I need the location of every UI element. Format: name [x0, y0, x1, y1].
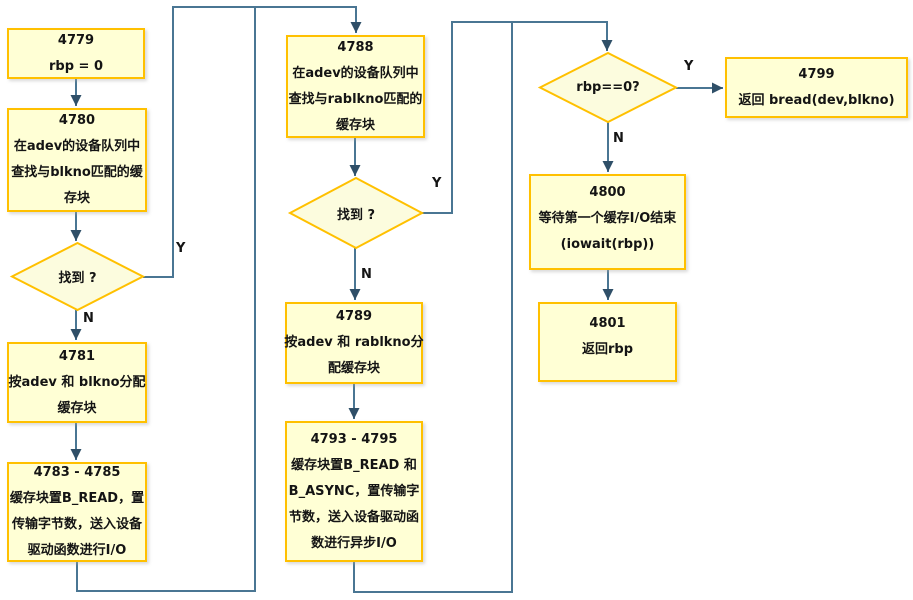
edge-4783-loop-to-4788 — [76, 7, 256, 592]
decision-diamond-found-blkno — [9, 241, 146, 312]
box-line-number: 4783 - 4785 — [33, 465, 121, 480]
edge-label-no: N — [361, 267, 372, 282]
process-box-4788: 4788 在adev的设备队列中 查找与rablkno匹配的 缓存块 — [286, 35, 425, 138]
box-text: 在adev的设备队列中 — [292, 65, 419, 81]
box-line-number: 4780 — [58, 113, 96, 128]
box-line-number: 4799 — [798, 66, 835, 82]
box-line-number: 4801 — [589, 316, 626, 331]
process-box-4779: 4779 rbp = 0 — [7, 28, 145, 79]
edge-label-yes: Y — [684, 59, 694, 74]
box-line-number: 4789 — [335, 309, 373, 324]
decision-label-found-blkno: 找到 ? — [58, 271, 97, 286]
box-line-number: 4788 — [337, 39, 374, 55]
box-text: 缓存块置B_READ，置 — [9, 491, 145, 506]
box-text: 传输字节数，送入设备 — [11, 517, 142, 532]
decision-label-found-rablkno: 找到 ? — [336, 207, 376, 223]
decision-label-rbp-zero: rbp==0? — [576, 80, 640, 95]
box-text: 返回 bread(dev,blkno) — [738, 92, 895, 108]
box-text: 缓存块 — [57, 400, 97, 416]
process-box-4783-4785: 4783 - 4785 缓存块置B_READ，置 传输字节数，送入设备 驱动函数… — [7, 462, 147, 562]
process-box-4800: 4800 等待第一个缓存I/O结束 (iowait(rbp)) — [529, 174, 686, 270]
box-text: 在adev的设备队列中 — [13, 139, 141, 154]
edge-label-no: N — [83, 311, 94, 326]
process-box-4799: 4799 返回 bread(dev,blkno) — [725, 57, 908, 118]
edge-4793-loop-to-rbpzero — [353, 22, 513, 593]
box-line-number: 4793 - 4795 — [310, 431, 398, 447]
process-box-4780: 4780 在adev的设备队列中 查找与blkno匹配的缓 存块 — [7, 108, 147, 212]
edge-label-yes: Y — [176, 241, 186, 256]
decision-diamond-rbp-zero — [537, 51, 679, 124]
box-text: 配缓存块 — [327, 361, 380, 376]
box-text: 按adev 和 rablkno分 — [284, 335, 424, 350]
decision-diamond-found-rablkno — [287, 176, 425, 250]
box-text: rbp = 0 — [48, 58, 103, 74]
box-text: B_ASYNC，置传输字 — [288, 483, 420, 499]
edge-label-no: N — [613, 131, 624, 146]
box-text: 按adev 和 blkno分配 — [8, 374, 146, 390]
box-text: 驱动函数进行I/O — [27, 543, 127, 558]
box-text: 节数，送入设备驱动函 — [288, 509, 419, 525]
box-text: 数进行异步I/O — [311, 535, 397, 551]
edge-found2-yes-to-rbpzero — [422, 21, 613, 214]
edge-label-yes: Y — [432, 176, 442, 191]
box-line-number: 4781 — [58, 348, 96, 364]
process-box-4781: 4781 按adev 和 blkno分配 缓存块 — [7, 342, 147, 423]
process-box-4801: 4801 返回rbp — [538, 302, 677, 382]
box-text: 缓存块置B_READ 和 — [291, 457, 417, 473]
box-text: 存块 — [63, 191, 90, 206]
box-text: 返回rbp — [581, 342, 634, 357]
box-line-number: 4779 — [57, 32, 95, 48]
box-line-number: 4800 — [589, 185, 626, 200]
box-text: 查找与blkno匹配的缓 — [11, 165, 143, 180]
edge-found1-yes-to-4788 — [143, 6, 362, 278]
box-text: 缓存块 — [335, 117, 375, 133]
box-text: 查找与rablkno匹配的 — [288, 91, 423, 107]
box-text: 等待第一个缓存I/O结束 — [538, 211, 677, 226]
box-text: (iowait(rbp)) — [560, 237, 655, 252]
process-box-4793-4795: 4793 - 4795 缓存块置B_READ 和 B_ASYNC，置传输字 节数… — [285, 421, 423, 562]
process-box-4789: 4789 按adev 和 rablkno分 配缓存块 — [284, 302, 424, 384]
